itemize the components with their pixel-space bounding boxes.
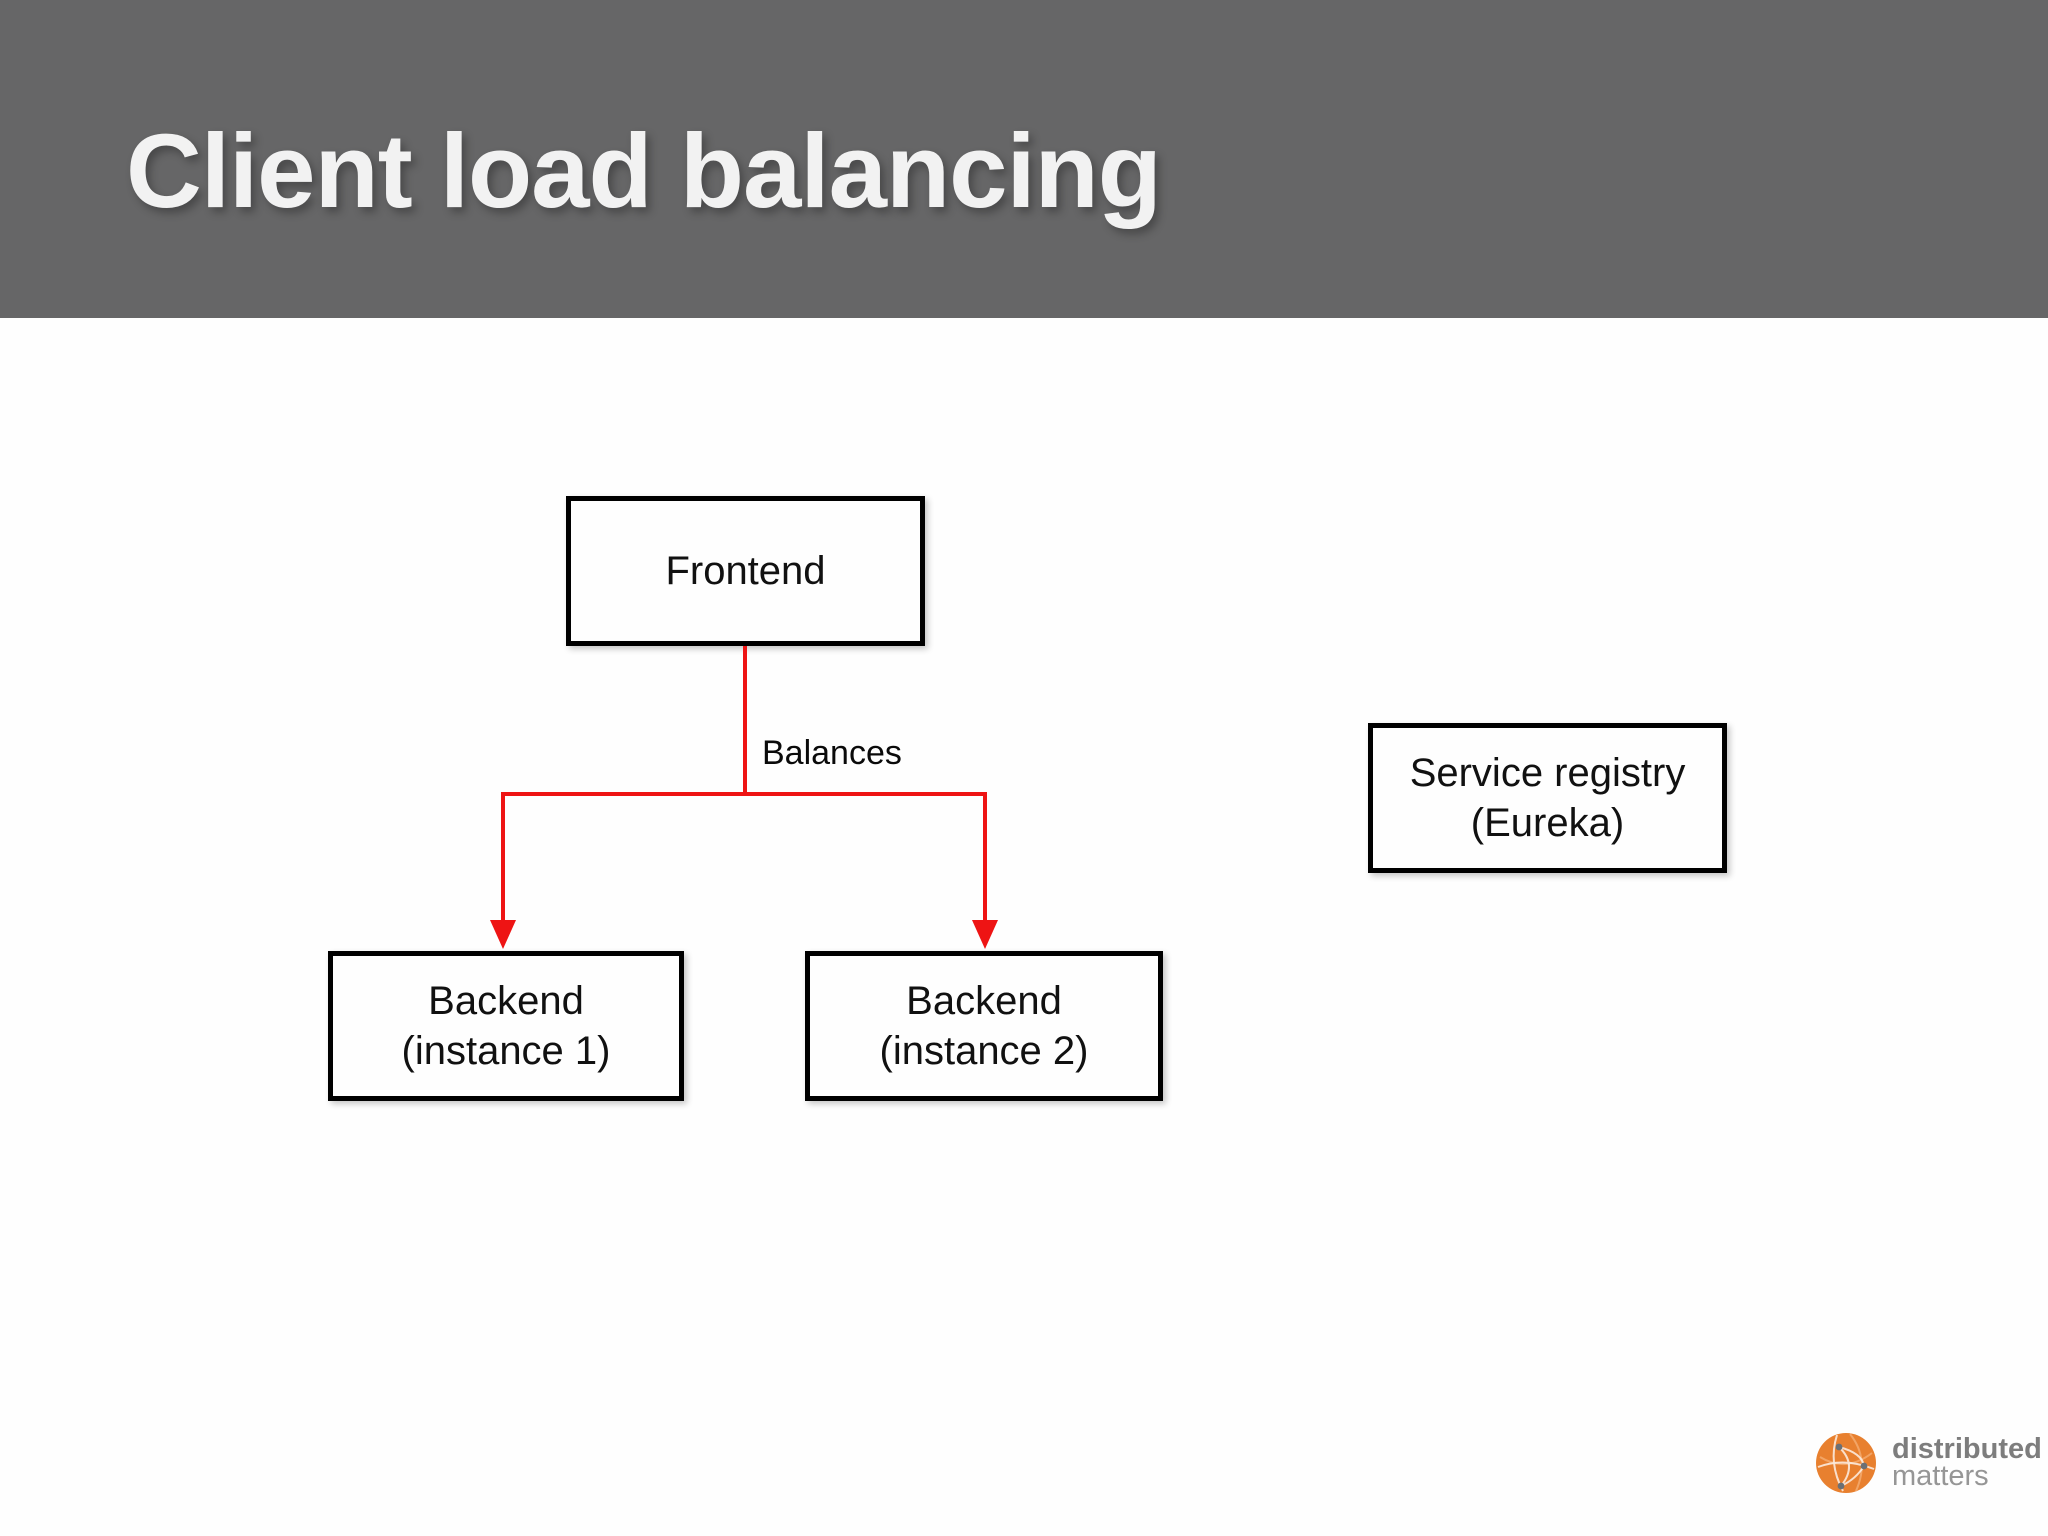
node-backend2-label-line1: Backend <box>906 979 1062 1023</box>
node-frontend-label: Frontend <box>665 549 826 593</box>
network-globe-icon <box>1816 1433 1876 1493</box>
node-backend2-label-line2: (instance 2) <box>879 1029 1089 1073</box>
node-registry-label-line1: Service registry <box>1409 751 1686 795</box>
arrow-down-icon <box>490 920 516 949</box>
edge-split-horizontal <box>501 792 987 796</box>
node-frontend: Frontend <box>566 496 925 646</box>
logo-text-matters: matters <box>1892 1460 1989 1492</box>
edge-label-balances: Balances <box>762 734 902 772</box>
node-registry-label-line2: (Eureka) <box>1470 801 1625 845</box>
logo-text-distributed: distributed <box>1892 1433 2042 1465</box>
node-backend-instance-2: Backend (instance 2) <box>805 951 1163 1101</box>
edge-to-backend2 <box>983 792 987 924</box>
slide-title: Client load balancing <box>126 113 1162 230</box>
node-backend1-label-line1: Backend <box>428 979 584 1023</box>
arrow-down-icon <box>972 920 998 949</box>
node-backend1-label-line2: (instance 1) <box>401 1029 611 1073</box>
distributed-matters-logo: distributed matters <box>1814 1431 2042 1495</box>
edge-frontend-stem <box>743 646 747 796</box>
node-service-registry: Service registry (Eureka) <box>1368 723 1727 873</box>
logo-wordmark: distributed matters <box>1892 1433 2042 1492</box>
edge-to-backend1 <box>501 792 505 924</box>
slide-header: Client load balancing <box>0 0 2048 318</box>
node-backend-instance-1: Backend (instance 1) <box>328 951 684 1101</box>
